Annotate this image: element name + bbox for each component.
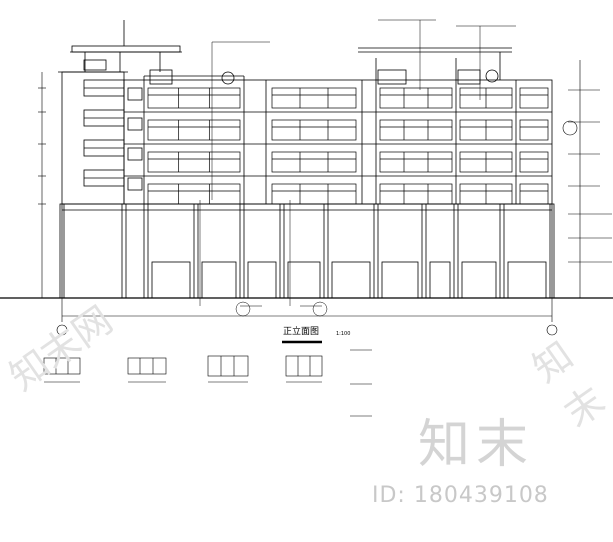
shop-door (461, 261, 497, 299)
shop-door (507, 261, 547, 299)
window (147, 151, 241, 173)
watermark-id: ID: 180439108 (372, 483, 549, 508)
shop-door (201, 261, 237, 299)
window (271, 183, 357, 205)
shop-pier (453, 203, 459, 299)
shop-pier (373, 203, 379, 299)
dim-left (38, 72, 46, 299)
drawing-scale: 1:100 (336, 331, 351, 337)
leaders (199, 19, 516, 317)
window (147, 119, 241, 141)
shop-pier (421, 203, 427, 299)
window (379, 151, 453, 173)
window (519, 183, 549, 205)
shop-door (331, 261, 371, 299)
window (379, 87, 453, 109)
shop-door (287, 261, 321, 299)
shop-pier (323, 203, 329, 299)
window (271, 151, 357, 173)
left-tower (58, 20, 182, 205)
axis-line (56, 298, 558, 344)
window (519, 119, 549, 141)
shop-pier (499, 203, 505, 299)
shop-door (381, 261, 419, 299)
shopfront (59, 203, 555, 299)
window (379, 183, 453, 205)
window-details (43, 349, 372, 417)
shop-door (247, 261, 277, 299)
window (147, 183, 241, 205)
window (271, 119, 357, 141)
shop-pier (143, 203, 149, 299)
window (379, 119, 453, 141)
upper-facade (123, 47, 553, 205)
drawing-title: 正立面图 (283, 327, 320, 337)
window (147, 87, 241, 109)
window (519, 151, 549, 173)
watermark-brand: 知末 (418, 415, 535, 475)
shop-door (429, 261, 451, 299)
shop-pier (193, 203, 199, 299)
shop-pier (121, 203, 127, 299)
shop-door (151, 261, 191, 299)
window (271, 87, 357, 109)
window-grid-upper (147, 87, 549, 205)
shop-pier (279, 203, 285, 299)
level-marks-right (562, 60, 612, 299)
shop-pier (239, 203, 245, 299)
window (519, 87, 549, 109)
